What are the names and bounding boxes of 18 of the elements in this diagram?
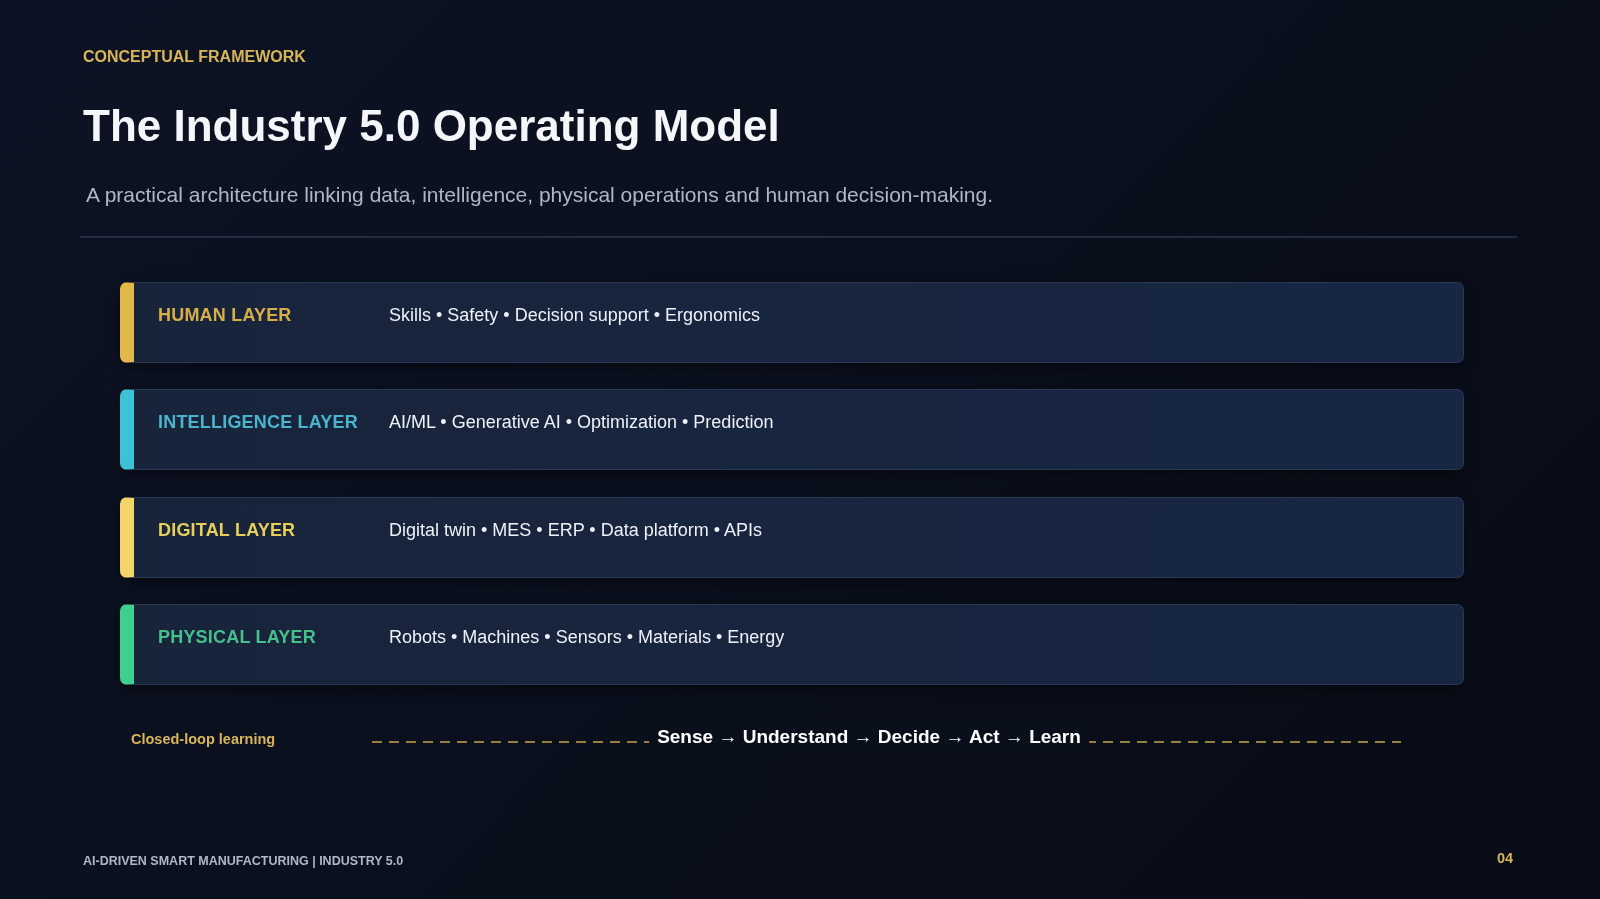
slide-title: The Industry 5.0 Operating Model	[83, 100, 780, 152]
layer-band	[120, 389, 1464, 470]
layer-description: Robots • Machines • Sensors • Materials • Energy	[389, 626, 785, 649]
subtitle: A practical architecture linking data, intelligence, physical operations and human decision-making.	[86, 182, 993, 208]
layer-band	[120, 282, 1464, 363]
layer-title: DIGITAL LAYER	[158, 519, 296, 542]
layer-title: HUMAN LAYER	[158, 304, 292, 327]
layer-band	[120, 497, 1464, 578]
footer-text: AI-DRIVEN SMART MANUFACTURING | INDUSTRY 5.0	[83, 853, 404, 869]
layer-description: Skills • Safety • Decision support • Ergonomics	[389, 304, 761, 327]
layer-description: AI/ML • Generative AI • Optimization • Prediction	[389, 411, 774, 434]
kicker-text: CONCEPTUAL FRAMEWORK	[83, 47, 306, 67]
layer-description: Digital twin • MES • ERP • Data platform • APIs	[389, 519, 762, 542]
layer-band	[120, 604, 1464, 685]
layer-title: INTELLIGENCE LAYER	[158, 411, 358, 434]
page-number: 04	[1497, 849, 1514, 867]
layer-title: PHYSICAL LAYER	[158, 626, 316, 649]
loop-label: Closed-loop learning	[131, 730, 276, 748]
